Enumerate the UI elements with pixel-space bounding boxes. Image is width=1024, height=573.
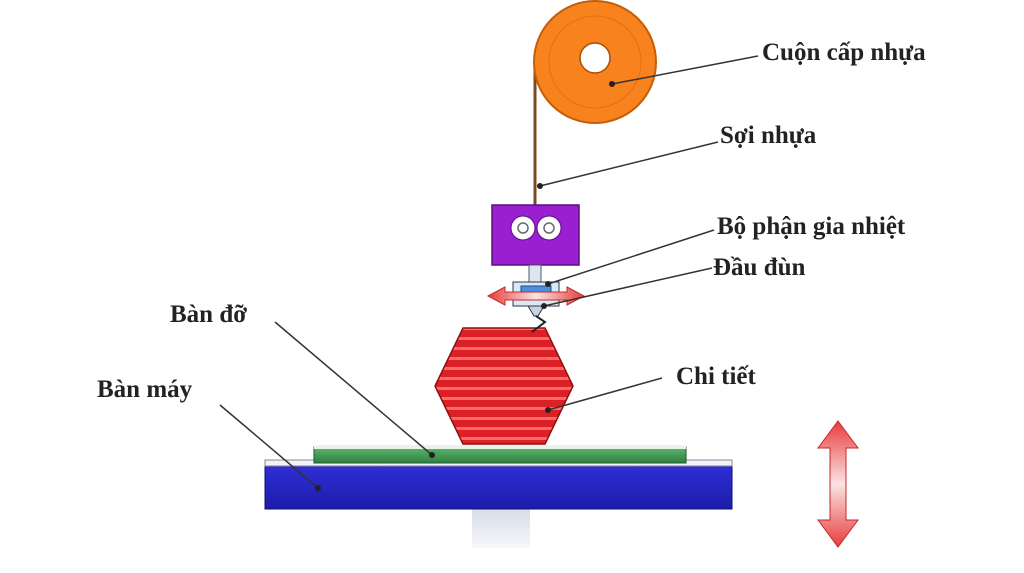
leader-dot-spool [609, 81, 615, 87]
leader-build-plate [274, 321, 433, 456]
leader-machine-bed [219, 404, 319, 489]
leader-nozzle [543, 267, 713, 307]
bed-support-column [472, 508, 530, 548]
leader-part [547, 377, 663, 411]
machine-bed [264, 462, 733, 510]
drive-gear-icon [510, 215, 562, 241]
leader-dot-build-plate [429, 452, 435, 458]
extrusion-line [531, 315, 547, 333]
label-filament: Sợi nhựa [720, 122, 817, 149]
label-part: Chi tiết [676, 363, 757, 390]
leader-dot-part [545, 407, 551, 413]
label-nozzle: Đầu đùn [713, 254, 806, 281]
leader-dot-nozzle [541, 303, 547, 309]
leader-dot-heater [545, 281, 551, 287]
spool-icon [533, 0, 657, 124]
build-plate-top-edge [314, 445, 686, 449]
leader-spool [611, 55, 759, 85]
label-spool: Cuộn cấp nhựa [762, 39, 926, 66]
vertical-arrow-icon [817, 420, 859, 548]
leader-heater [547, 229, 715, 285]
filament-drive-block [491, 204, 580, 266]
nozzle-tip [527, 305, 545, 317]
label-build-plate: Bàn đỡ [170, 301, 247, 328]
build-plate [313, 446, 687, 464]
printed-part [434, 327, 574, 445]
label-heater: Bộ phận gia nhiệt [717, 213, 906, 240]
label-machine-bed: Bàn máy [97, 376, 193, 403]
leader-filament [539, 141, 719, 187]
leader-dot-filament [537, 183, 543, 189]
heater-tube [528, 264, 542, 284]
horizontal-arrow-icon [486, 286, 586, 306]
leader-dot-machine-bed [315, 485, 321, 491]
